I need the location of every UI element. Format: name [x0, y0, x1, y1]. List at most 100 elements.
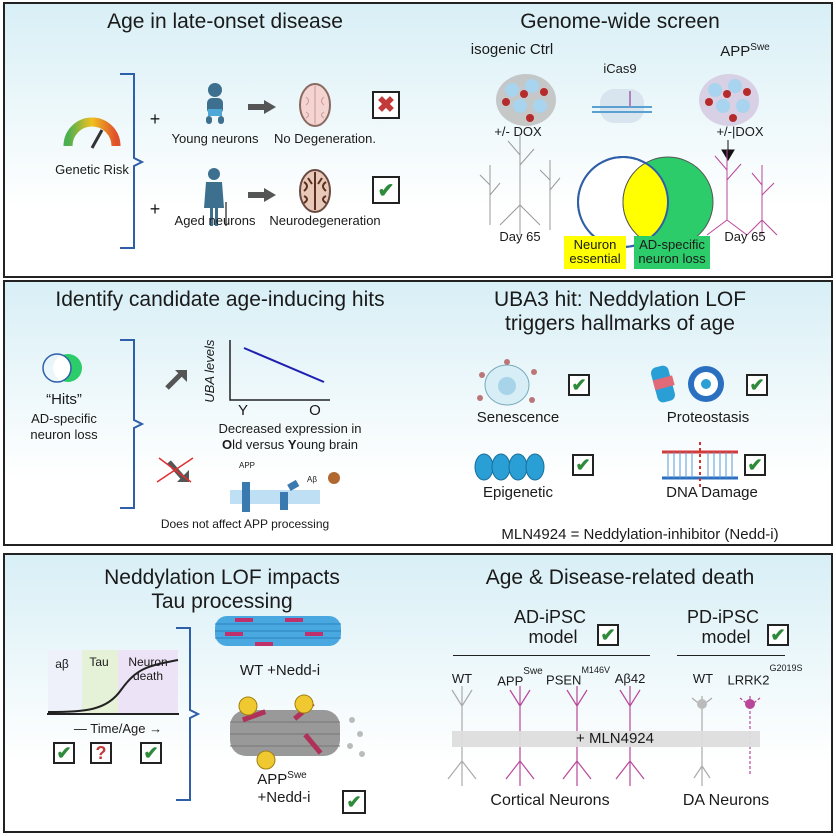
check-icon: ✔ [572, 454, 594, 476]
phase-abeta-label: aβ [55, 657, 69, 671]
abeta-label: Aβ [307, 475, 317, 484]
ad-ipsc-label: AD-iPSC [513, 607, 587, 627]
neuron-essential-label: Neuron essential [564, 236, 626, 269]
check-icon: ✔ [744, 454, 766, 476]
dox-left-label: +/- DOX [494, 124, 542, 139]
arrow-down-icon [721, 140, 735, 161]
chart-x-young: Y [237, 402, 249, 419]
wt-microtubule-image [215, 616, 341, 646]
arrow-icon [248, 188, 276, 202]
dna-damage-icon [662, 442, 738, 488]
cell-cluster-appswe [699, 74, 759, 126]
ad-model-label: model [528, 627, 578, 647]
da-neurons-label: DA Neurons [682, 792, 770, 809]
appswe-neurons-image [706, 150, 778, 236]
cas9-dna-icon [592, 89, 652, 123]
phase-abeta-region [48, 650, 82, 714]
app-swe-label: APPSwe [720, 42, 770, 60]
senescence-label: Senescence [476, 409, 560, 426]
cross-icon: ✖ [372, 91, 400, 119]
panel-candidate-hits [3, 280, 833, 546]
time-age-axis: — Time/Age → [73, 721, 163, 736]
check-icon: ✔ [372, 176, 400, 204]
phase-death-label: death [132, 669, 164, 683]
bracket [120, 73, 145, 249]
nucleosome-icon [474, 453, 545, 481]
title-uba3-line1: UBA3 hit: Neddylation LOF [493, 288, 747, 311]
app-membrane-image [230, 472, 340, 512]
appswe-cortical-label: APPSwe [497, 666, 543, 689]
check-icon: ✔ [568, 374, 590, 396]
ad-specific-loss-label: AD-specific neuron loss [634, 236, 710, 269]
title-age-late-onset: Age in late-onset disease [107, 10, 343, 33]
no-app-processing-label: Does not affect APP processing [160, 517, 330, 531]
gauge-icon [63, 117, 121, 149]
healthy-brain-icon [299, 83, 331, 127]
appswe-microtubule-image [230, 694, 365, 770]
ab42-label: Aβ42 [614, 671, 646, 686]
hits-label: “Hits” [46, 391, 82, 408]
check-icon: ✔ [342, 790, 366, 814]
young-neurons-label: Young neurons [171, 131, 259, 146]
divider [453, 655, 650, 656]
pd-ipsc-label: PD-iPSC [686, 607, 760, 627]
plus-sign: + [149, 109, 161, 129]
neuron-loss-label: neuron loss [30, 427, 98, 442]
check-icon: ✔ [140, 742, 162, 764]
decreased-expression-label: Decreased expression in [218, 421, 362, 436]
sigmoid-curve [47, 659, 179, 715]
app-protein-label: APP [238, 461, 256, 470]
mln4924-band-label: + MLN4924 [576, 730, 654, 747]
wt-da-label: WT [692, 671, 714, 686]
proteostasis-label: Proteostasis [666, 409, 750, 426]
arrow-icon [248, 100, 276, 114]
check-icon: ✔ [53, 742, 75, 764]
dox-right-label: +/-|DOX [716, 124, 764, 139]
elderly-person-icon [204, 168, 227, 226]
icas9-label: iCas9 [603, 61, 637, 76]
ad-specific-label: AD-specific [31, 411, 97, 426]
bracket [176, 627, 201, 801]
old-vs-young-label: Old versus Young brain [222, 437, 358, 452]
mln4924-band [452, 731, 760, 747]
venn-diagram [577, 156, 714, 248]
uba-level-chart [229, 340, 330, 401]
wt-cortical-label: WT [451, 671, 473, 686]
isogenic-ctrl-label: isogenic Ctrl [470, 41, 554, 58]
title-neddylation-tau-line1: Neddylation LOF impacts [104, 566, 340, 589]
lrrk2-label: LRRK2G2019S [727, 663, 803, 688]
check-icon: ✔ [746, 374, 768, 396]
ctrl-neurons-image [479, 135, 561, 235]
check-icon: ✔ [597, 624, 619, 646]
cell-cluster-ctrl [496, 74, 556, 126]
crossed-arrow-icon [156, 457, 194, 483]
dna-damage-label: DNA Damage [666, 484, 758, 501]
title-genome-wide-screen: Genome-wide screen [520, 10, 720, 33]
plus-sign: + [149, 199, 161, 219]
nedd-label: +Nedd-i [257, 789, 311, 806]
neurodegeneration-label: Neurodegeneration [269, 213, 381, 228]
check-icon: ✔ [767, 624, 789, 646]
divider [677, 655, 785, 656]
day65-appswe-label: Day 65 [724, 229, 766, 244]
question-icon: ? [90, 742, 112, 764]
senescent-cell-icon [477, 359, 537, 406]
genetic-risk-label: Genetic Risk [55, 162, 129, 177]
title-uba3-line2: triggers hallmarks of age [505, 312, 735, 335]
phase-tau-label: Tau [89, 655, 109, 669]
aged-neurons-label: Aged neurons [174, 213, 256, 228]
baby-icon [206, 83, 224, 124]
appswe-nedd-label: APPSwe [257, 770, 307, 788]
title-candidate-hits: Identify candidate age-inducing hits [55, 288, 385, 311]
title-neddylation-tau-line2: Tau processing [151, 590, 293, 613]
chart-ylabel: UBA levels [201, 339, 217, 403]
proteostasis-icon [650, 365, 724, 403]
no-degeneration-label: No Degeneration. [274, 131, 376, 146]
small-venn-icon [42, 353, 82, 383]
bracket [120, 339, 145, 509]
psen-label: PSENM146V [546, 665, 610, 688]
mln4924-definition: MLN4924 = Neddylation-inhibitor (Nedd-i) [501, 526, 779, 543]
wt-nedd-label: WT +Nedd-i [239, 662, 321, 679]
pd-model-label: model [701, 627, 751, 647]
title-age-disease-death: Age & Disease-related death [485, 566, 755, 589]
